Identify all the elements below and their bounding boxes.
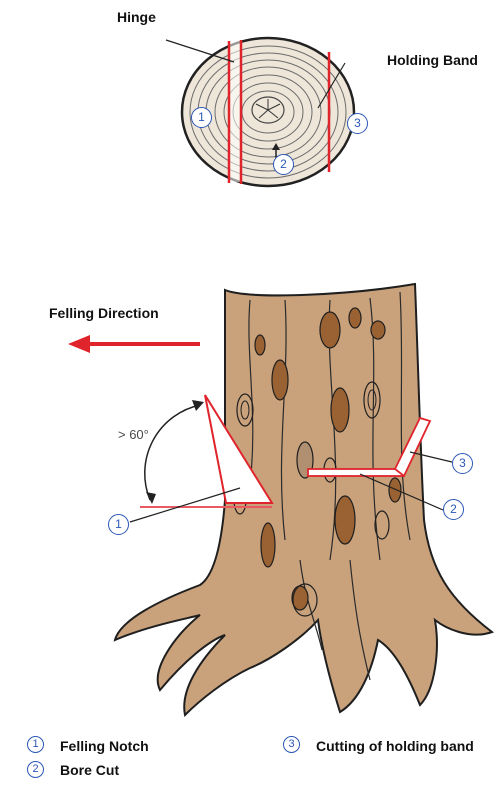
tree-marker-2: 2 [443, 499, 464, 520]
top-marker-2: 2 [273, 154, 294, 175]
legend-text-2: Bore Cut [60, 762, 119, 778]
hinge-label: Hinge [117, 9, 156, 25]
holding-band-label: Holding Band [387, 52, 478, 68]
felling-direction-label: Felling Direction [49, 305, 159, 321]
legend-marker-2: 2 [27, 761, 44, 778]
top-marker-1: 1 [191, 107, 212, 128]
legend-marker-1: 1 [27, 736, 44, 753]
legend-marker-3: 3 [283, 736, 300, 753]
bore-cut [308, 469, 403, 476]
tree-marker-1: 1 [108, 514, 129, 535]
felling-direction-arrow [68, 335, 200, 353]
legend-text-3: Cutting of holding band [316, 737, 486, 755]
tree-trunk [115, 284, 492, 715]
angle-arc [145, 400, 204, 504]
angle-label: > 60° [118, 427, 149, 442]
top-marker-3: 3 [347, 113, 368, 134]
legend-text-1: Felling Notch [60, 738, 149, 754]
tree-marker-3: 3 [452, 453, 473, 474]
